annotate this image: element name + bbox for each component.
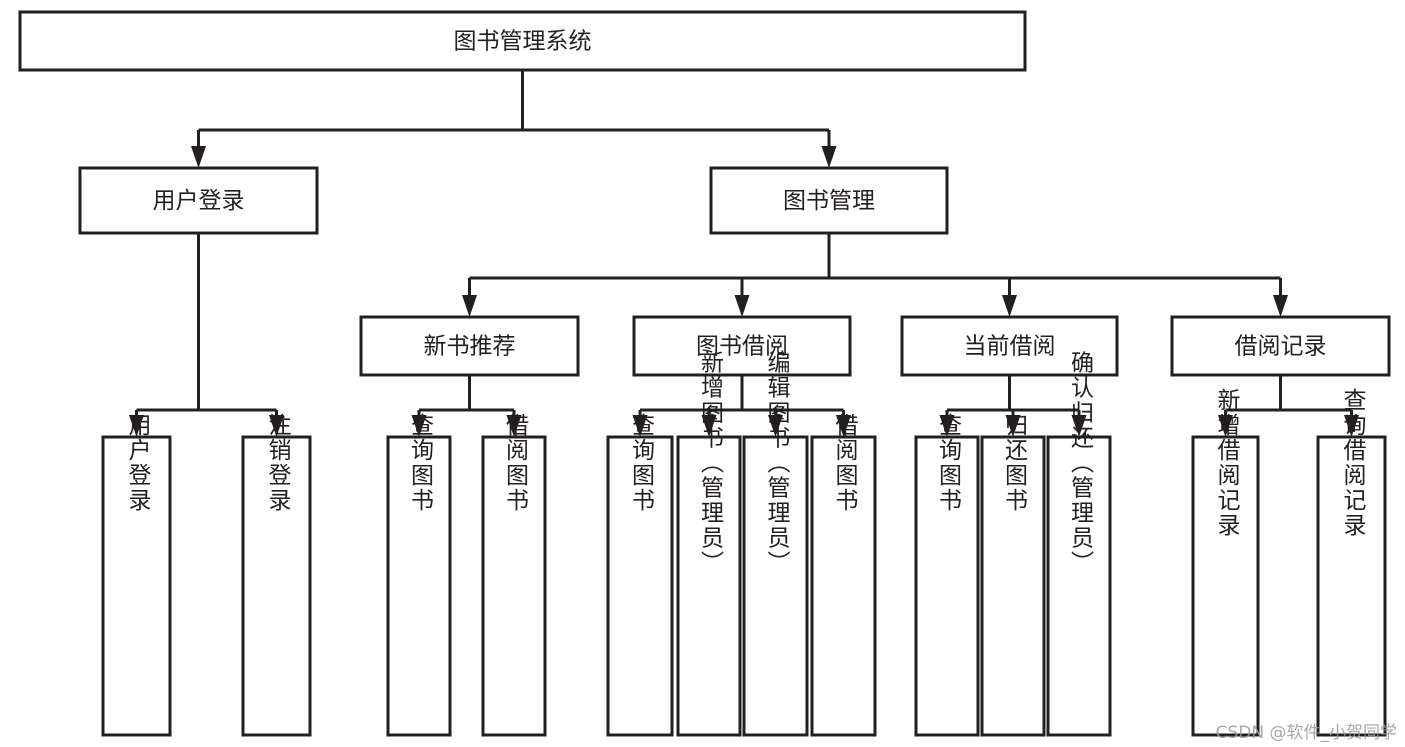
node-l2_1[interactable]: 图书借阅: [632, 315, 852, 377]
edge-arrowhead-icon: [734, 295, 750, 317]
node-label: 查询图书: [628, 413, 656, 513]
node-label: 编辑图书（管理员）: [763, 351, 791, 576]
node-box: [810, 435, 877, 737]
node-box: [1316, 435, 1387, 737]
node-label: 确认归还（管理员）: [1067, 351, 1095, 576]
node-label: 用户登录: [153, 188, 245, 214]
node-leaf_11[interactable]: 新增借阅记录: [1191, 388, 1260, 737]
node-label: 查询借阅记录: [1339, 388, 1367, 538]
node-label: 当前借阅: [964, 334, 1056, 360]
node-label: 借阅图书: [502, 413, 530, 513]
edge-arrowhead-icon: [1005, 415, 1021, 437]
node-leaf_7[interactable]: 借阅图书: [810, 413, 877, 737]
node-box: [359, 315, 580, 377]
edges-layer: [129, 70, 1359, 437]
node-leaf_8[interactable]: 查询图书: [914, 413, 980, 737]
node-leaf_4[interactable]: 查询图书: [606, 413, 674, 737]
node-label: 查询图书: [935, 413, 963, 513]
edge-arrowhead-icon: [191, 146, 206, 168]
node-box: [241, 435, 312, 737]
node-box: [676, 435, 742, 737]
node-leaf_12[interactable]: 查询借阅记录: [1316, 388, 1387, 737]
node-box: [980, 435, 1046, 737]
node-label: 查询图书: [407, 413, 435, 513]
node-leaf_9[interactable]: 归还图书: [980, 413, 1046, 737]
node-leaf_2[interactable]: 查询图书: [386, 413, 452, 737]
node-l1_0[interactable]: 用户登录: [78, 166, 319, 235]
edge-arrowhead-icon: [1218, 415, 1233, 437]
node-box: [78, 166, 319, 235]
node-l2_2[interactable]: 当前借阅: [900, 315, 1119, 377]
node-leaf_10[interactable]: 确认归还（管理员）: [1046, 351, 1112, 737]
node-box: [900, 315, 1119, 377]
node-label: 图书借阅: [696, 334, 788, 360]
node-leaf_5[interactable]: 新增图书（管理员）: [676, 351, 742, 737]
node-box: [1170, 315, 1391, 377]
node-box: [606, 435, 674, 737]
edge-arrowhead-icon: [129, 415, 144, 437]
node-leaf_3[interactable]: 借阅图书: [481, 413, 547, 737]
edge-arrowhead-icon: [506, 415, 522, 437]
node-box: [481, 435, 547, 737]
edge-arrowhead-icon: [821, 146, 837, 168]
node-box: [386, 435, 452, 737]
node-box: [18, 10, 1027, 72]
edge-arrowhead-icon: [1344, 415, 1359, 437]
node-leaf_6[interactable]: 编辑图书（管理员）: [742, 351, 809, 737]
node-label: 图书管理: [783, 188, 875, 214]
node-label: 图书管理系统: [454, 29, 592, 55]
edge-arrowhead-icon: [836, 415, 851, 437]
edge-arrowhead-icon: [1002, 295, 1017, 317]
node-label: 新增借阅记录: [1213, 388, 1241, 538]
node-leaf_0[interactable]: 用户登录: [101, 413, 172, 737]
node-label: 借阅图书: [831, 413, 859, 513]
node-label: 归还图书: [1001, 413, 1029, 513]
node-label: 新增图书（管理员）: [697, 351, 725, 576]
edge-arrowhead-icon: [632, 415, 648, 437]
node-l2_3[interactable]: 借阅记录: [1170, 315, 1391, 377]
node-box: [1191, 435, 1260, 737]
edge-arrowhead-icon: [701, 415, 717, 437]
edge-arrowhead-icon: [411, 415, 427, 437]
nodes-layer: 图书管理系统用户登录图书管理新书推荐图书借阅当前借阅借阅记录用户登录注销登录查询…: [18, 10, 1391, 737]
node-box: [914, 435, 980, 737]
edge-arrowhead-icon: [939, 415, 955, 437]
node-l1_1[interactable]: 图书管理: [709, 166, 949, 235]
node-leaf_1[interactable]: 注销登录: [241, 413, 312, 737]
node-box: [1046, 435, 1112, 737]
edge-arrowhead-icon: [1273, 295, 1288, 317]
node-box: [742, 435, 809, 737]
node-root[interactable]: 图书管理系统: [18, 10, 1027, 72]
node-l2_0[interactable]: 新书推荐: [359, 315, 580, 377]
node-box: [632, 315, 852, 377]
edge-arrowhead-icon: [768, 415, 783, 437]
edge-arrowhead-icon: [1071, 415, 1087, 437]
node-label: 注销登录: [264, 413, 292, 513]
edge-arrowhead-icon: [462, 295, 477, 317]
node-label: 用户登录: [124, 413, 152, 513]
node-box: [101, 435, 172, 737]
node-box: [709, 166, 949, 235]
node-label: 新书推荐: [424, 334, 516, 360]
edge-arrowhead-icon: [269, 415, 284, 437]
node-label: 借阅记录: [1235, 334, 1327, 360]
